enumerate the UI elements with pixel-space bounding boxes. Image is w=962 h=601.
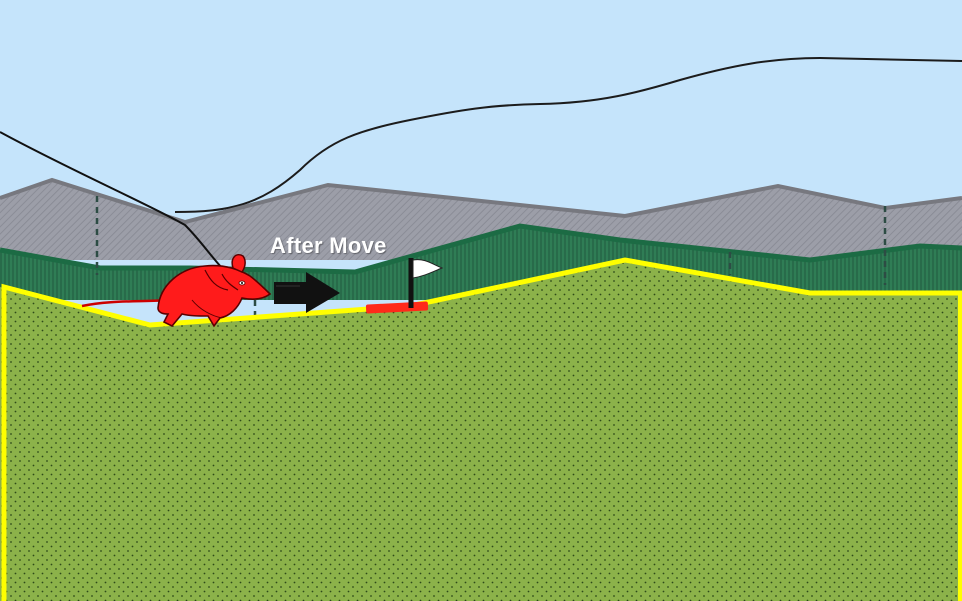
mountain-range (0, 180, 962, 260)
right-arrow-icon (274, 272, 340, 313)
red-rat-creature (81, 254, 272, 328)
mountain-ridge (0, 177, 962, 225)
white-flag-icon (408, 258, 444, 308)
ground (0, 260, 962, 601)
skyline-curve (174, 56, 962, 213)
leash-line (0, 131, 223, 269)
hedge-top (0, 223, 962, 275)
after-move-label: After Move (270, 233, 387, 258)
